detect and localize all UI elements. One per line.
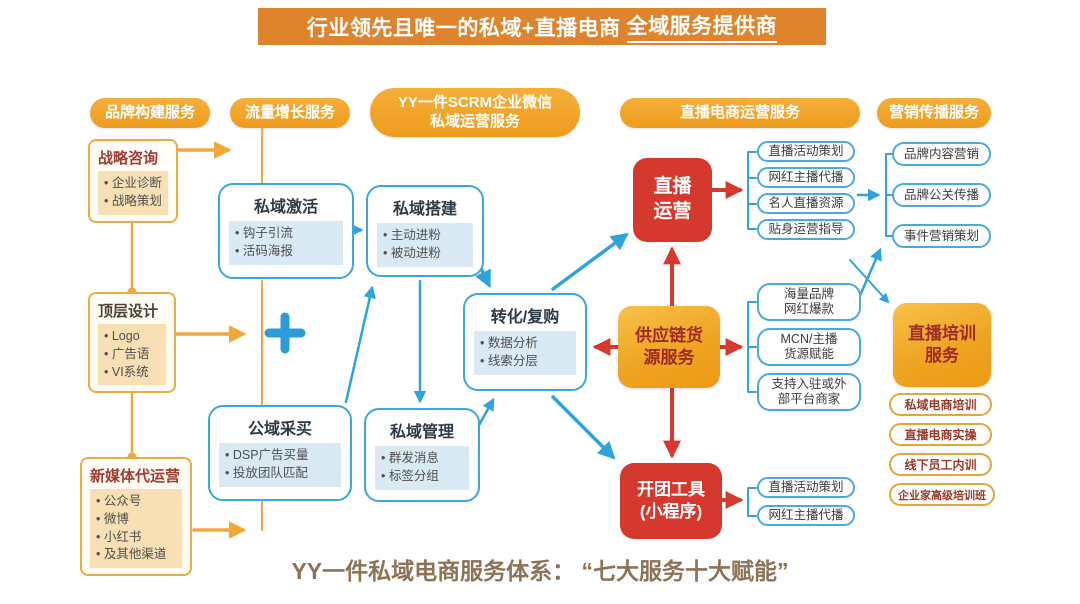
marketing-pill: 品牌公关传播 [892, 183, 991, 207]
red-connectors [592, 181, 744, 509]
box-title-line2: (小程序) [639, 502, 703, 521]
bullet-item: 数据分析 [480, 335, 570, 353]
bullet-item: 公众号 [96, 493, 176, 511]
output-pill: 名人直播资源 [757, 193, 855, 214]
header-label-line1: YY一件SCRM企业微信 [397, 93, 553, 111]
training-pill: 私域电商培训 [889, 393, 992, 416]
training-pill-list: 私域电商培训 直播电商实操 线下员工内训 企业家高级培训班 [889, 393, 995, 506]
box-title-line1: 开团工具 [637, 479, 705, 499]
banner-text-underlined: 全域服务提供商 [626, 10, 778, 43]
title-banner: 行业领先且唯一的私域+直播电商 全域服务提供商 [258, 8, 826, 45]
private-activation-box: 私域激活 钩子引流 活码海报 [218, 183, 354, 279]
header-label: 直播电商运营服务 [679, 103, 800, 121]
marketing-pill-list: 品牌内容营销 品牌公关传播 事件营销策划 [892, 142, 991, 248]
marketing-pill: 品牌内容营销 [892, 142, 991, 166]
output-pill: 贴身运营指导 [757, 219, 855, 240]
box-title: 顶层设计 [98, 303, 159, 320]
box-title-line1: 供应链货 [635, 325, 703, 345]
column-header-traffic: 流量增长服务 [230, 98, 350, 128]
conversion-repurchase-box: 转化/复购 数据分析 线索分层 [463, 293, 587, 391]
marketing-pill: 事件营销策划 [892, 224, 991, 248]
box-title: 转化/复购 [490, 309, 560, 326]
pill-line1: 支持入驻或外 [771, 377, 847, 391]
bullet-item: 线索分层 [480, 353, 570, 371]
column-header-brand: 品牌构建服务 [90, 98, 210, 128]
private-setup-box: 私域搭建 主动进粉 被动进粉 [366, 185, 484, 277]
box-title: 新媒体代运营 [90, 468, 181, 485]
output-pill: 网红主播代播 [757, 505, 855, 526]
output-pill: 支持入驻或外 部平台商家 [757, 373, 861, 411]
pill-line1: MCN/主播 [780, 332, 838, 346]
bullet-item: 被动进粉 [383, 245, 467, 263]
banner-text: 行业领先且唯一的私域+直播电商 [306, 16, 621, 40]
bullet-item: 及其他渠道 [96, 546, 176, 564]
bullet-item: 标签分组 [381, 468, 463, 486]
training-pill: 企业家高级培训班 [889, 483, 995, 506]
group-tool-output-list: 直播活动策划 网红主播代播 [757, 477, 855, 526]
column-header-live: 直播电商运营服务 [620, 98, 860, 128]
box-title-line1: 直播 [653, 176, 692, 198]
column-header-scrm: YY一件SCRM企业微信 私域运营服务 [370, 88, 580, 137]
new-media-box: 新媒体代运营 公众号 微博 小红书 及其他渠道 [80, 457, 192, 576]
box-title-line1: 直播培训 [908, 323, 976, 343]
plus-icon [264, 312, 306, 354]
output-pill: 网红主播代播 [757, 167, 855, 188]
box-title: 私域激活 [253, 199, 318, 216]
box-title: 公域采买 [247, 421, 312, 438]
bullet-item: 广告语 [104, 346, 160, 364]
output-pill: 海量品牌 网红爆款 [757, 283, 861, 321]
live-training-box: 直播培训 服务 [893, 303, 991, 387]
live-ops-output-list: 直播活动策划 网红主播代播 名人直播资源 贴身运营指导 [757, 141, 855, 240]
live-ops-box: 直播 运营 [633, 158, 712, 242]
top-design-box: 顶层设计 Logo 广告语 VI系统 [88, 292, 176, 394]
column-header-marketing: 营销传播服务 [877, 98, 991, 128]
bullet-item: 活码海报 [235, 243, 337, 261]
box-title: 战略咨询 [98, 150, 159, 167]
strategy-consulting-box: 战略咨询 企业诊断 战略策划 [88, 139, 178, 223]
output-pill: MCN/主播 货源赋能 [757, 328, 861, 366]
group-tool-box: 开团工具 (小程序) [620, 463, 722, 539]
box-title: 私域搭建 [392, 201, 457, 218]
output-pill: 直播活动策划 [757, 141, 855, 162]
bullet-item: 钩子引流 [235, 225, 337, 243]
bullet-item: 微博 [96, 511, 176, 529]
pill-line2: 货源赋能 [783, 347, 834, 361]
bullet-item: Logo [104, 328, 160, 346]
bullet-item: 战略策划 [104, 193, 162, 211]
private-management-box: 私域管理 群发消息 标签分组 [364, 408, 480, 502]
footer-caption: YY一件私域电商服务体系： “七大服务十大赋能” [291, 558, 789, 584]
bullet-item: 主动进粉 [383, 227, 467, 245]
training-pill: 直播电商实操 [889, 423, 992, 446]
public-buying-box: 公域采买 DSP广告买量 投放团队匹配 [208, 405, 352, 501]
bullet-item: 企业诊断 [104, 175, 162, 193]
header-label-line2: 私域运营服务 [429, 112, 520, 130]
supply-chain-box: 供应链货 源服务 [618, 306, 720, 388]
pill-line1: 海量品牌 [783, 287, 834, 301]
supply-chain-output-list: 海量品牌 网红爆款 MCN/主播 货源赋能 支持入驻或外 部平台商家 [757, 283, 861, 411]
box-title-line2: 服务 [925, 346, 959, 365]
box-title-line2: 运营 [653, 201, 692, 222]
header-label: 流量增长服务 [244, 103, 335, 121]
output-pill: 直播活动策划 [757, 477, 855, 498]
training-pill: 线下员工内训 [889, 453, 992, 476]
box-title-line2: 源服务 [643, 348, 695, 367]
bullet-item: DSP广告买量 [225, 447, 335, 465]
bullet-item: 群发消息 [381, 450, 463, 468]
pill-line2: 网红爆款 [783, 302, 834, 316]
pill-line2: 部平台商家 [777, 392, 841, 406]
header-label: 品牌构建服务 [104, 103, 195, 121]
bullet-item: 投放团队匹配 [225, 465, 335, 483]
bullet-item: 小红书 [96, 529, 176, 547]
bullet-item: VI系统 [104, 364, 160, 382]
header-label: 营销传播服务 [888, 103, 979, 121]
box-title: 私域管理 [389, 424, 454, 441]
